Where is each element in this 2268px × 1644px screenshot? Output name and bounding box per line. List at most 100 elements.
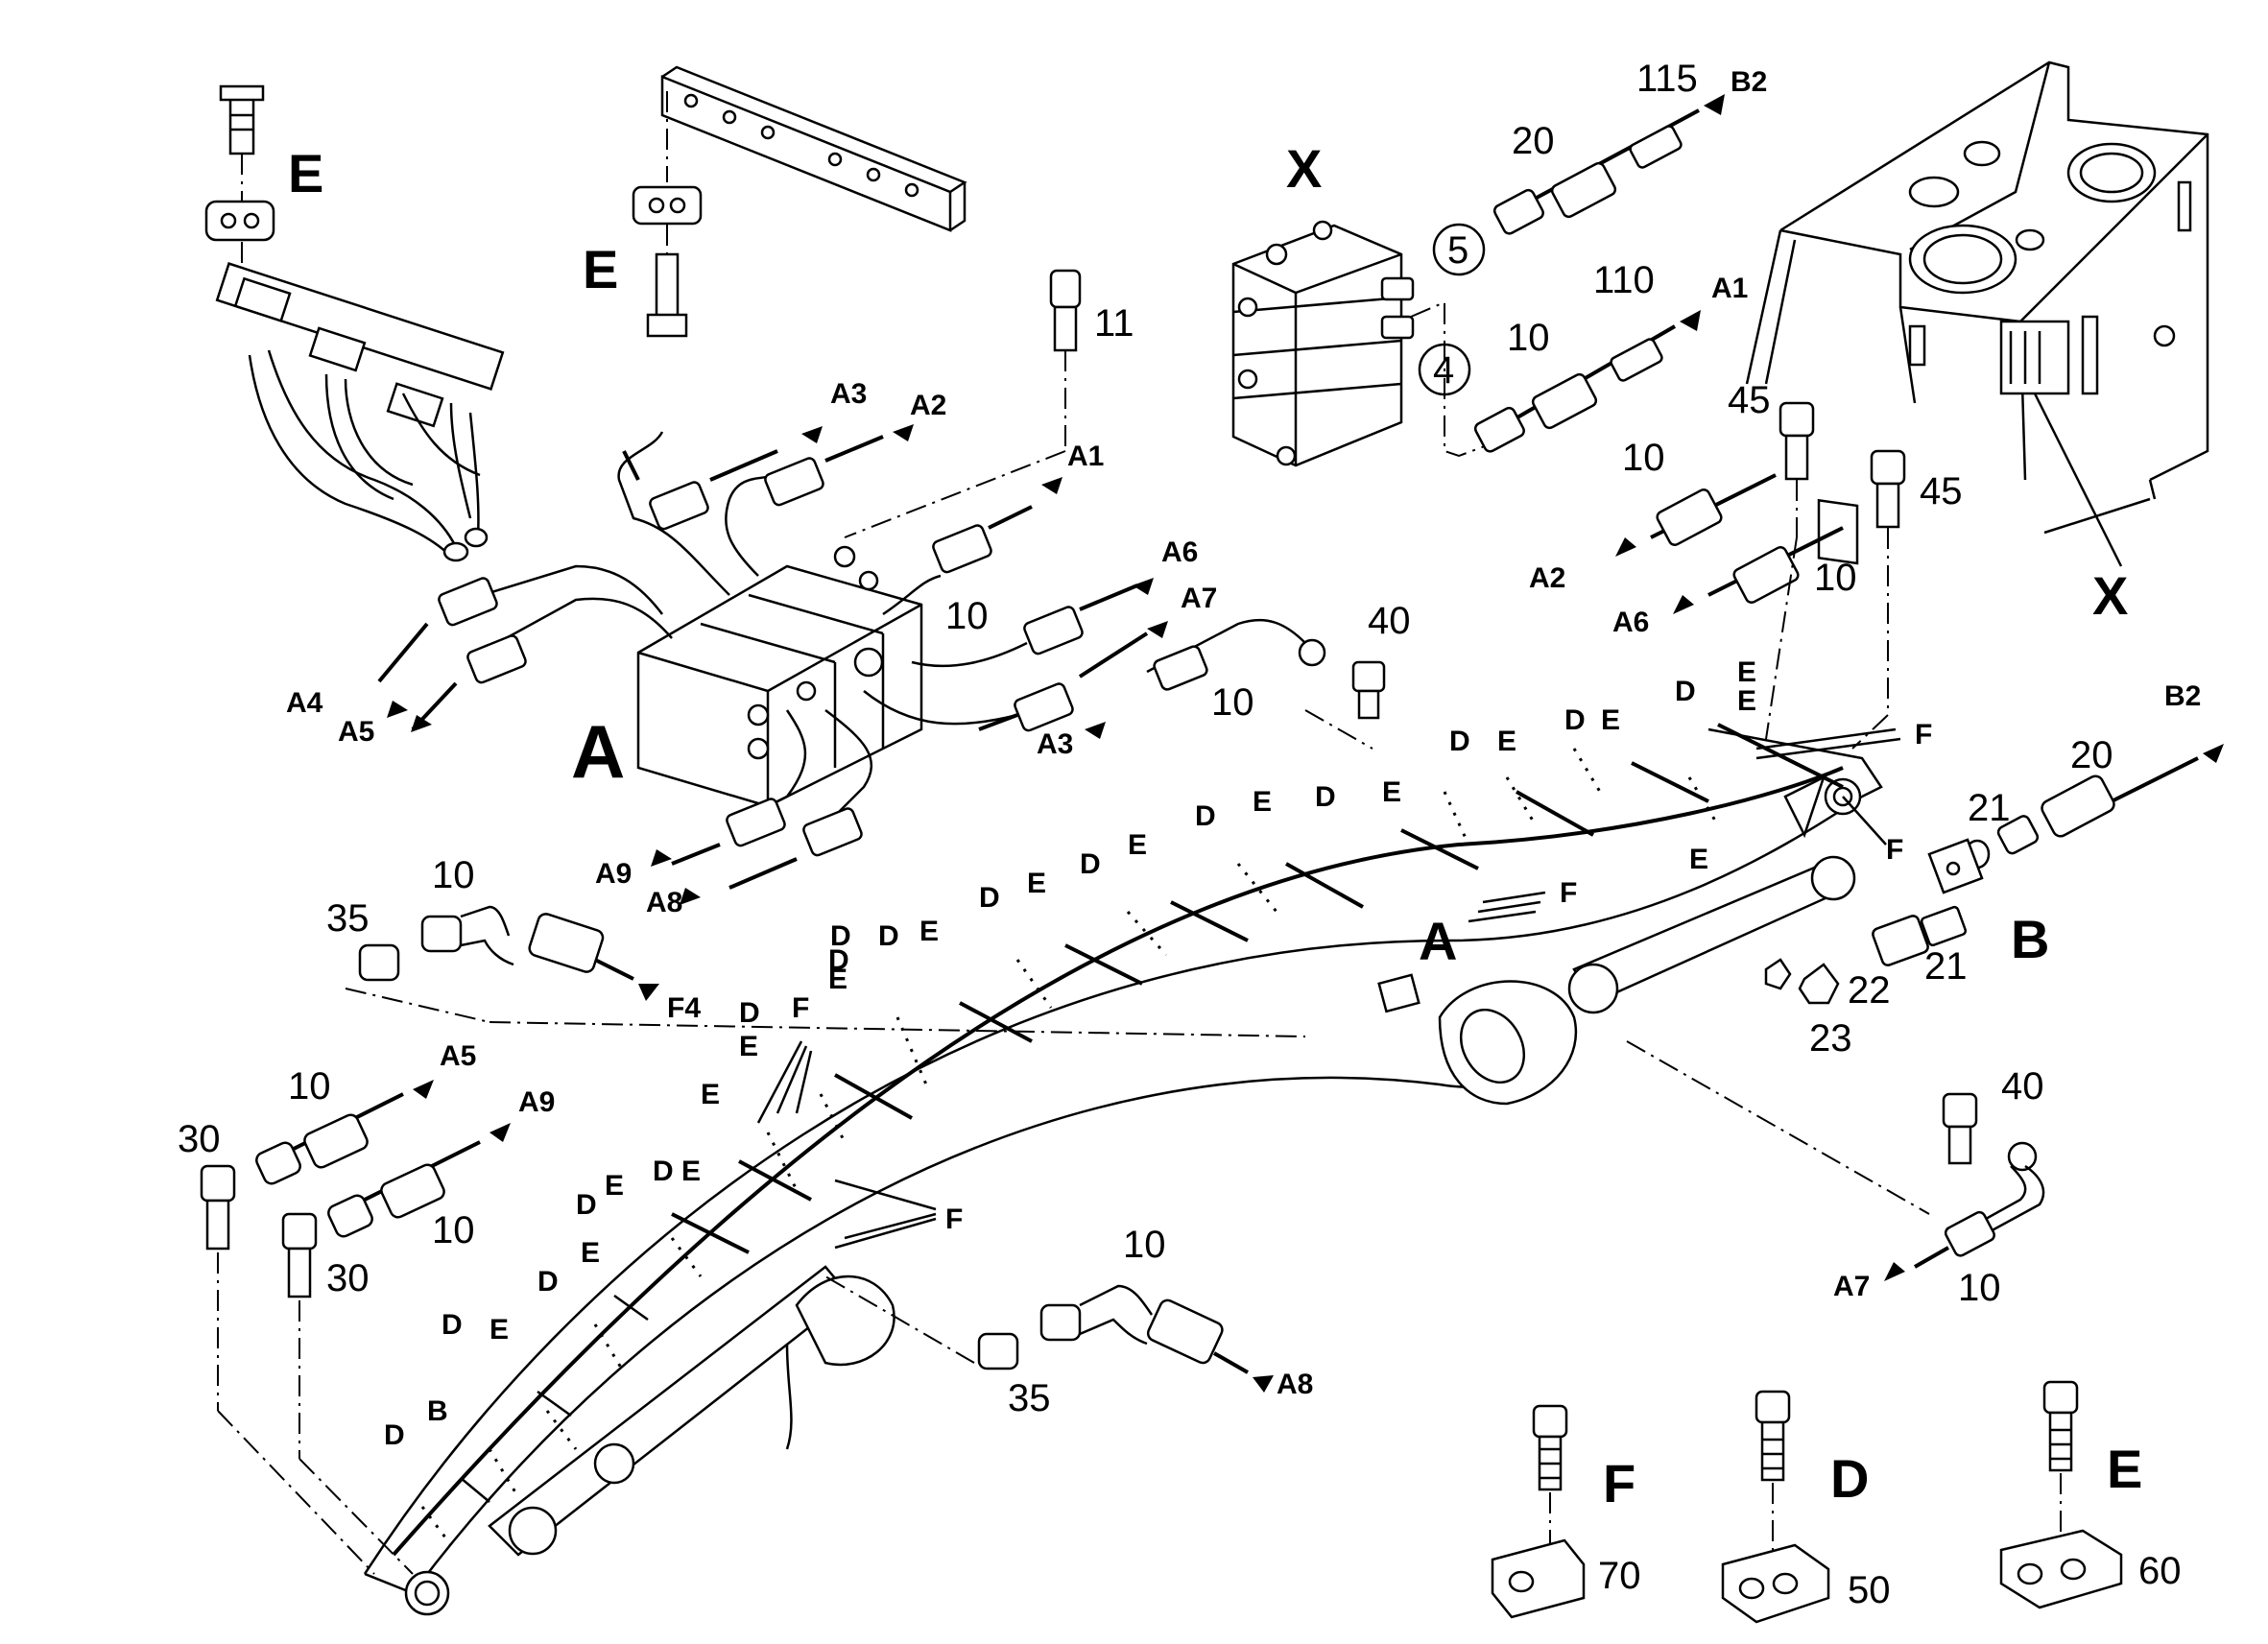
port-a5-left: A5: [338, 716, 374, 748]
callout-circle-5: [1432, 223, 1486, 276]
boom-clamp-labels: E E D D E D E D E D E D E D E D E D E D …: [384, 656, 1932, 1451]
port-a2-right: A2: [1529, 562, 1565, 594]
clamp-detail-e: [1999, 1380, 2123, 1609]
boom-clamp-label-19: D: [828, 944, 849, 976]
bolt-11: [844, 269, 1082, 538]
boom-clamp-label-10: E: [1253, 786, 1272, 818]
boom-clamp-label-33: D: [384, 1419, 405, 1451]
boom-clamp-label-35: F: [1560, 877, 1577, 909]
boom-clamp-label-1: E: [1737, 656, 1756, 688]
boom-clamp-label-7: D: [1315, 781, 1336, 813]
port-a9-left: A9: [595, 858, 632, 890]
hose-f4: [345, 905, 1306, 1037]
port-a5-left-lower: A5: [440, 1040, 476, 1072]
valve-hoses: [377, 431, 1149, 890]
port-f4: F4: [667, 992, 701, 1024]
port-a2-top: A2: [910, 390, 946, 421]
boom-clamp-label-28: E: [581, 1237, 600, 1269]
boom-clamp-label-6: E: [1497, 726, 1516, 757]
port-b2-top: B2: [1731, 66, 1767, 98]
port-a4: A4: [286, 687, 323, 719]
part-number-10-a2: 10: [1622, 437, 1665, 479]
callout-5: 5: [1447, 229, 1468, 272]
boom-clamp-label-4: E: [1601, 704, 1620, 736]
boom-clamp-label-9: D: [1195, 800, 1216, 832]
boom-clamp-label-37: F: [1886, 834, 1903, 866]
part-number-10-a5: 10: [288, 1065, 331, 1108]
boom-clamp-label-17: D: [830, 920, 851, 952]
part-number-10-a7: 10: [1958, 1267, 2001, 1309]
hose-110-a1: [1473, 310, 1701, 453]
b-assembly: [1764, 744, 2224, 1005]
clamp-assembly-top-left: [204, 84, 505, 562]
boom-clamp-label-15: D: [878, 920, 899, 952]
port-a3-mid: A3: [1037, 728, 1073, 760]
fittings-45: [1615, 401, 1906, 750]
boom-clamp-label-31: D: [442, 1309, 463, 1341]
boom-clamp-label-20: D: [739, 997, 760, 1029]
boom-clamp-label-30: E: [489, 1314, 509, 1346]
boom-clamp-label-3: D: [1564, 704, 1586, 736]
boom-clamps: [420, 723, 1901, 1546]
part-number-50: 50: [1848, 1569, 1891, 1611]
port-a7-mid: A7: [1181, 583, 1217, 614]
boom-clamp-label-13: D: [979, 882, 1000, 914]
part-number-35-left: 35: [326, 897, 370, 940]
boom-clamp-label-25: E: [681, 1156, 701, 1187]
part-number-40-top: 40: [1368, 600, 1411, 642]
part-number-10-a6: 10: [1814, 557, 1857, 599]
port-a8-left: A8: [646, 887, 682, 918]
boom-clamp-label-5: D: [1449, 726, 1470, 757]
port-a6-mid: A6: [1161, 536, 1198, 568]
label-a-boom: A: [1419, 911, 1457, 971]
boom-clamp-label-27: E: [605, 1170, 624, 1202]
part-number-30-right: 30: [326, 1257, 370, 1299]
boom-clamp-label-12: E: [1128, 829, 1147, 861]
part-number-40-right: 40: [2001, 1065, 2044, 1108]
part-number-10-a9: 10: [432, 1209, 475, 1251]
label-e-top-left: E: [288, 143, 323, 203]
boom-clamp-label-24: D: [653, 1156, 674, 1187]
boom-clamp-label-0: E: [1737, 685, 1756, 717]
part-number-70: 70: [1598, 1555, 1641, 1597]
label-x-valve: X: [1286, 138, 1322, 199]
boom-clamp-label-14: E: [1027, 868, 1046, 899]
hose-a7: [1626, 1040, 2045, 1281]
part-number-23: 23: [1809, 1017, 1852, 1060]
boom-clamp-label-23: E: [701, 1079, 720, 1110]
part-number-60: 60: [2138, 1550, 2182, 1592]
control-valve-x: [1231, 220, 1415, 467]
boom-clamp-label-16: E: [919, 916, 939, 947]
clamp-detail-f: [1491, 1404, 1586, 1619]
part-number-110: 110: [1593, 259, 1655, 301]
boom-clamp-label-2: D: [1675, 676, 1696, 707]
boom-clamp-label-22: F: [792, 992, 809, 1024]
boom-clamp-label-11: D: [1080, 848, 1101, 880]
port-a7-right: A7: [1833, 1271, 1870, 1302]
part-number-20-right: 20: [2070, 734, 2113, 776]
boom-clamp-label-29: D: [537, 1266, 559, 1298]
boom-clamp-label-26: D: [576, 1189, 597, 1221]
boom-clamp-label-34: E: [1689, 844, 1708, 875]
hoses-a5-a9: [255, 1080, 511, 1238]
boom-cylinder-left: [488, 1265, 895, 1557]
part-number-10-a1: 10: [1507, 317, 1550, 359]
label-d-detail: D: [1830, 1448, 1869, 1509]
part-number-22: 22: [1848, 969, 1891, 1012]
port-b2-right: B2: [2164, 680, 2201, 712]
label-e-detail: E: [2107, 1439, 2142, 1499]
part-number-30-left: 30: [178, 1118, 221, 1160]
part-number-115: 115: [1636, 58, 1698, 100]
part-number-45-right: 45: [1920, 470, 1963, 512]
part-number-10-f4: 10: [432, 854, 475, 896]
part-number-21-top: 21: [1968, 787, 2011, 829]
label-x-frame: X: [2092, 565, 2128, 626]
clamp-detail-d: [1721, 1390, 1830, 1624]
valve-block-a: [636, 545, 923, 808]
machine-frame: [1745, 60, 2209, 567]
part-number-20-top: 20: [1512, 120, 1555, 162]
part-number-35-lower: 35: [1008, 1377, 1051, 1419]
hose-a8: [824, 1275, 1274, 1393]
